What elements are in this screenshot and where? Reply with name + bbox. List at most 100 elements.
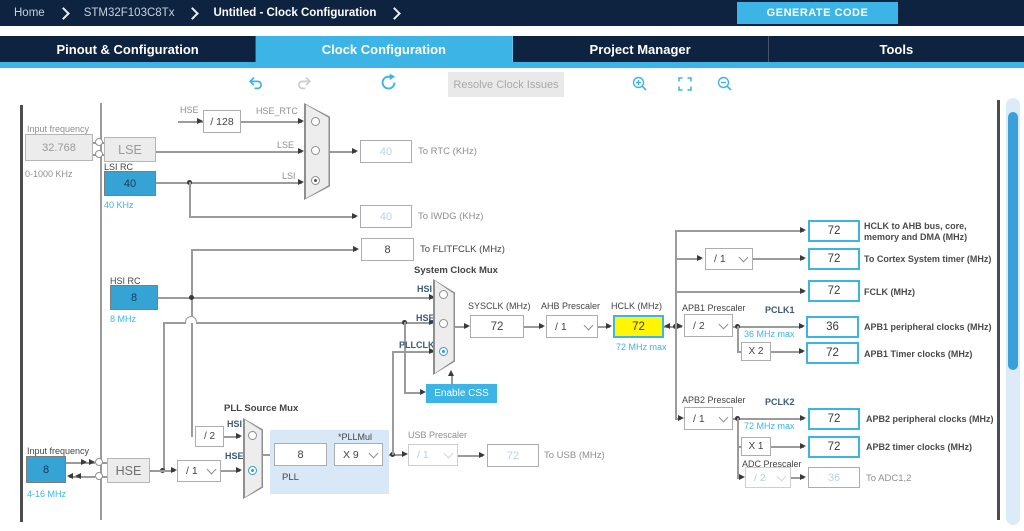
lsi-signal-label: LSI (282, 171, 296, 181)
chevron-right-icon (388, 6, 402, 20)
apb2-timer-label: APB2 timer clocks (MHz) (866, 442, 973, 452)
chevron-down-icon (443, 448, 454, 459)
tab-pinout-configuration[interactable]: Pinout & Configuration (0, 36, 257, 62)
adc-out-box: 36 (808, 467, 860, 488)
chevron-down-icon (718, 412, 729, 422)
hsi-rc-value-box[interactable]: 8 (110, 285, 158, 310)
sysmux-radio-pllclk[interactable] (439, 347, 448, 356)
apb1-timer-label: APB1 Timer clocks (MHz) (864, 349, 973, 359)
lse-range-label: 0-1000 KHz (25, 169, 73, 179)
pll-source-mux-title: PLL Source Mux (224, 403, 299, 414)
usb-prescaler-dropdown: / 1 (408, 444, 458, 466)
pclk1-label: PCLK1 (765, 305, 795, 315)
lsi-freq-label: 40 KHz (104, 200, 134, 210)
to-flitfclk-label: To FLITFCLK (MHz) (420, 244, 505, 255)
hse-box: HSE (107, 458, 150, 483)
enable-css-button[interactable]: Enable CSS (426, 384, 497, 403)
undo-icon[interactable] (247, 75, 264, 97)
sysmux-hsi-label: HSI (417, 284, 433, 294)
rtc-mux-radio-lsi[interactable] (311, 176, 320, 185)
chevron-right-icon (186, 6, 200, 20)
breadcrumb-mcu[interactable]: STM32F103C8Tx (83, 7, 175, 19)
pll-name-label: PLL (282, 472, 299, 483)
to-adc-label: To ADC1,2 (866, 473, 912, 484)
fclk-label: FCLK (MHz) (864, 287, 915, 297)
iwdg-value-box: 40 (360, 205, 412, 228)
apb1-peripheral-out-box: 36 (806, 316, 859, 338)
apb1-multiplier-box: X 2 (741, 342, 771, 361)
generate-code-button[interactable]: GENERATE CODE (737, 2, 898, 24)
pllmux-hsi-label: HSI (227, 419, 243, 429)
hse-input-frequency-label: Input frequency (27, 446, 90, 456)
hclk-value-box[interactable]: 72 (613, 315, 664, 338)
to-rtc-label: To RTC (KHz) (418, 146, 477, 157)
to-usb-label: To USB (MHz) (544, 450, 605, 461)
lsi-rc-value-box[interactable]: 40 (104, 171, 156, 196)
pll-hsi-divider-box: / 2 (195, 426, 224, 447)
breadcrumb-home[interactable]: Home (14, 7, 45, 19)
adc-prescaler-dropdown: / 2 (745, 467, 791, 488)
hse-frequency-field[interactable]: 8 (26, 456, 66, 483)
hclk-ahb-out-label-2: memory and DMA (MHz) (864, 232, 968, 242)
chevron-down-icon (206, 464, 217, 475)
pllmul-label: *PLLMul (338, 432, 373, 442)
adc-prescaler-label: ADC Prescaler (742, 459, 802, 469)
pllmux-radio-hsi[interactable] (248, 431, 257, 440)
lse-box: LSE (104, 137, 156, 162)
tab-tools[interactable]: Tools (879, 41, 914, 57)
cortex-prescaler-dropdown[interactable]: / 1 (705, 248, 753, 270)
chevron-down-icon (738, 252, 749, 263)
pllmul-dropdown[interactable]: X 9 (334, 443, 383, 466)
pllmux-hse-label: HSE (225, 451, 244, 461)
rtc-mux-radio-lse[interactable] (311, 146, 320, 155)
scrollbar-thumb[interactable] (1008, 112, 1018, 370)
sysmux-radio-hse[interactable] (439, 319, 448, 328)
reset-view-icon[interactable] (379, 73, 398, 97)
cortex-timer-label: To Cortex System timer (MHz) (864, 254, 992, 264)
apb2-peripheral-label: APB2 peripheral clocks (MHz) (866, 414, 994, 424)
tab-clock-configuration[interactable]: Clock Configuration (256, 36, 513, 62)
lse-signal-label: LSE (277, 140, 295, 150)
sysclk-value-box[interactable]: 72 (470, 315, 524, 338)
system-clock-mux-title: System Clock Mux (414, 265, 498, 276)
apb2-multiplier-box: X 1 (741, 437, 771, 456)
apb2-prescaler-dropdown[interactable]: / 1 (684, 407, 733, 430)
hclk-max-label: 72 MHz max (616, 342, 667, 352)
pclk2-max-label: 72 MHz max (744, 421, 795, 431)
pll-input-value-box: 8 (274, 443, 327, 466)
apb2-peripheral-out-box: 72 (808, 408, 860, 430)
apb1-prescaler-dropdown[interactable]: / 2 (684, 314, 733, 337)
redo-icon (296, 75, 313, 97)
hclk-label: HCLK (MHz) (611, 301, 662, 311)
usb-out-box: 72 (487, 444, 539, 467)
ahb-prescaler-dropdown[interactable]: / 1 (546, 315, 598, 338)
chevron-down-icon (583, 320, 594, 330)
pclk2-label: PCLK2 (765, 397, 795, 407)
pll-hse-divider-dropdown[interactable]: / 1 (177, 460, 221, 482)
ahb-prescaler-label: AHB Prescaler (541, 301, 601, 311)
apb1-prescaler-label: APB1 Prescaler (682, 303, 746, 313)
apb1-timer-out-box: 72 (806, 342, 859, 364)
fclk-out-box: 72 (808, 280, 860, 302)
tab-project-manager[interactable]: Project Manager (513, 36, 769, 62)
accent-strip (0, 62, 1024, 68)
hse-rtc-label: HSE_RTC (256, 106, 298, 116)
main-tabs: Pinout & Configuration Clock Configurati… (0, 36, 1024, 62)
zoom-in-icon[interactable] (632, 76, 648, 97)
rtc-mux-radio-hse[interactable] (311, 117, 320, 126)
hse-rtc-divider-box: / 128 (203, 110, 241, 133)
cortex-timer-out-box: 72 (808, 248, 860, 270)
lsi-rc-label: LSI RC (104, 162, 134, 172)
pllmux-radio-hse[interactable] (248, 466, 257, 475)
fit-to-screen-icon[interactable] (677, 76, 693, 97)
hclk-ahb-out-label-1: HCLK to AHB bus, core, (864, 221, 967, 231)
chevron-down-icon (776, 471, 787, 481)
hsi-freq-label: 8 MHz (110, 314, 137, 324)
zoom-out-icon[interactable] (717, 76, 733, 97)
sysmux-radio-hsi[interactable] (439, 290, 448, 299)
sysmux-hse-label: HSE (416, 313, 435, 323)
apb2-prescaler-label: APB2 Prescaler (682, 395, 746, 405)
hse-rtc-source-label: HSE (180, 105, 199, 115)
lse-frequency-field: 32.768 (25, 134, 93, 161)
